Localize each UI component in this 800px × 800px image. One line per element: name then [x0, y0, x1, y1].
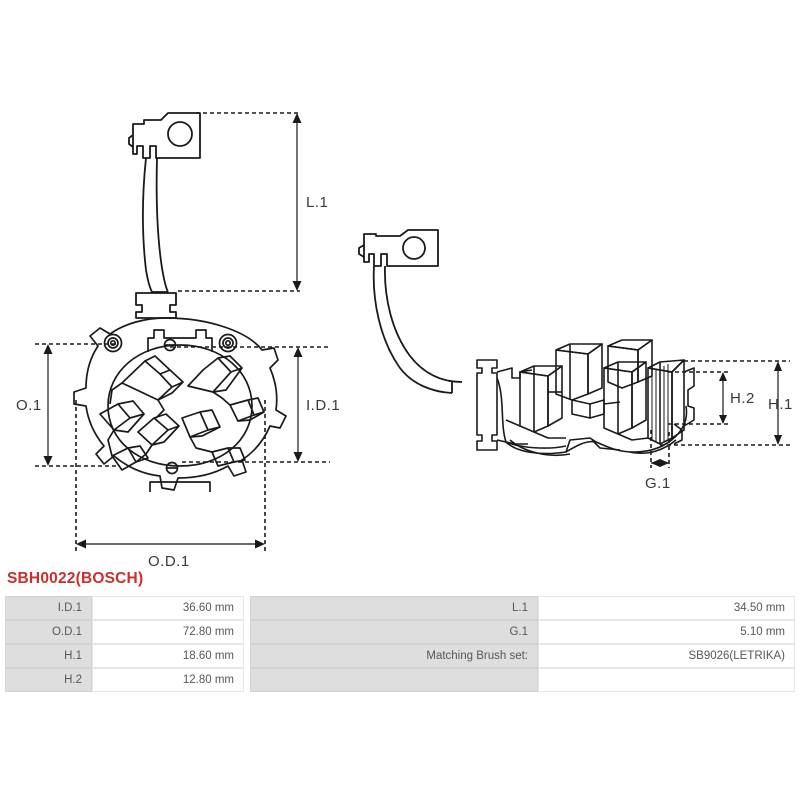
brush-box-bottom-right	[211, 447, 246, 467]
dimension-h1: H.1	[660, 360, 793, 446]
table-row: H.1 18.60 mm Matching Brush set: SB9026(…	[5, 644, 795, 668]
table-row: H.2 12.80 mm	[5, 668, 795, 692]
left-view-base-collar	[135, 292, 177, 319]
center-hole-bottom	[165, 461, 179, 475]
brush-box-lower-center-right	[181, 409, 221, 438]
table-row: I.D.1 36.60 mm L.1 34.50 mm	[5, 596, 795, 620]
spec-label: G.1	[250, 620, 538, 644]
specifications-table: I.D.1 36.60 mm L.1 34.50 mm O.D.1 72.80 …	[5, 596, 795, 692]
spec-value: 5.10 mm	[538, 620, 795, 644]
dim-label-h2: H.2	[730, 390, 755, 407]
spec-label	[250, 668, 538, 692]
left-view-cable-terminal	[128, 112, 201, 293]
spec-label: H.1	[5, 644, 92, 668]
center-hole-top	[163, 338, 177, 352]
mounting-boss-left	[103, 333, 123, 353]
technical-drawing-svg: L.1 O.1 I.D.1	[16, 112, 793, 570]
spec-value	[538, 668, 795, 692]
spec-label: I.D.1	[5, 596, 92, 620]
brush-box-upper-right	[187, 355, 243, 393]
part-number-title: SBH0022(BOSCH)	[7, 570, 144, 587]
brush-box-lower-center-left	[137, 413, 180, 446]
spec-label: L.1	[250, 596, 538, 620]
right-view-holder-body	[476, 339, 695, 457]
right-view-cable-terminal	[358, 229, 463, 394]
spec-label: Matching Brush set:	[250, 644, 538, 668]
spec-value: 72.80 mm	[92, 620, 244, 644]
spec-value: 34.50 mm	[538, 596, 795, 620]
spec-value: SB9026(LETRIKA)	[538, 644, 795, 668]
dim-label-h1: H.1	[768, 396, 793, 413]
dim-label-od1: O.D.1	[148, 553, 190, 570]
technical-drawing-area: L.1 O.1 I.D.1	[16, 112, 793, 570]
brush-box-right	[229, 397, 265, 422]
left-view-holder-plate	[73, 317, 287, 492]
brush-box-upper-left	[121, 355, 184, 401]
mounting-boss-right	[218, 333, 238, 353]
dimension-g1: G.1	[645, 430, 671, 492]
brush-box-lower-left	[99, 400, 145, 433]
dimension-l1: L.1	[178, 112, 328, 292]
spec-label: O.D.1	[5, 620, 92, 644]
dimension-id1: I.D.1	[170, 346, 340, 463]
spec-value: 18.60 mm	[92, 644, 244, 668]
spec-value: 12.80 mm	[92, 668, 244, 692]
dim-label-g1: G.1	[645, 475, 671, 492]
dimension-od1: O.D.1	[75, 400, 266, 570]
table-row: O.D.1 72.80 mm G.1 5.10 mm	[5, 620, 795, 644]
dimension-h2: H.2	[668, 371, 755, 425]
dimension-o1: O.1	[16, 343, 120, 467]
dim-label-o1: O.1	[16, 397, 42, 414]
spec-value: 36.60 mm	[92, 596, 244, 620]
dim-label-l1: L.1	[306, 194, 328, 211]
dim-label-id1: I.D.1	[306, 397, 340, 414]
spec-label: H.2	[5, 668, 92, 692]
